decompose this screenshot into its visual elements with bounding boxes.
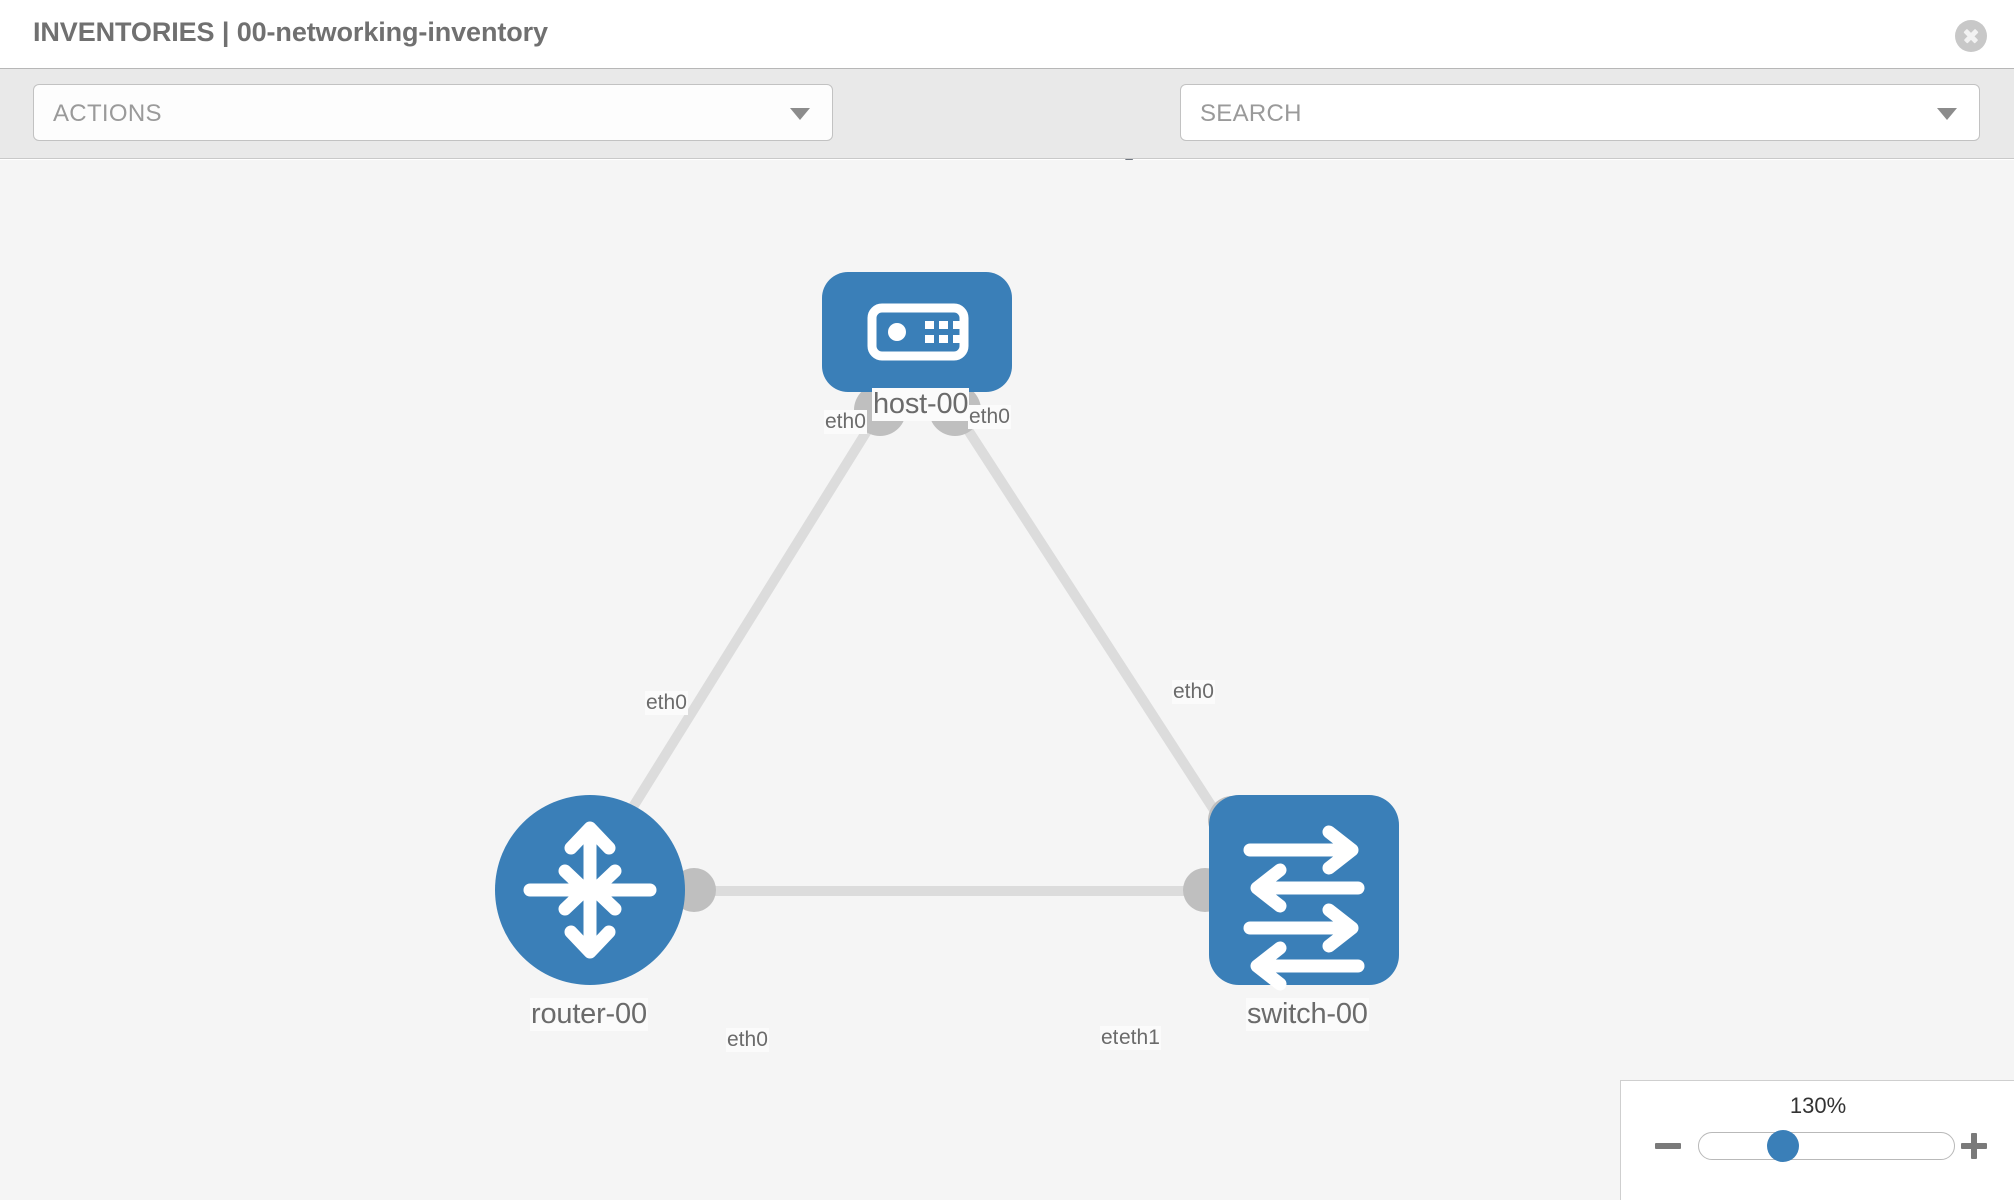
page-header: INVENTORIES | 00-networking-inventory: [0, 0, 2014, 69]
topology-endpoints: [672, 384, 1256, 912]
zoom-percent-label: 130%: [1789, 1093, 1847, 1118]
topology-edges: [595, 405, 1255, 896]
actions-dropdown[interactable]: ACTIONS: [33, 84, 833, 141]
edge-host-router[interactable]: [595, 405, 885, 865]
switch-arrows-icon: [1243, 825, 1365, 991]
topology-graph: [495, 272, 1399, 991]
node-label-switch-00: switch-00: [1246, 998, 1369, 1031]
node-router-00[interactable]: [495, 795, 685, 985]
node-label-router-00: router-00: [530, 998, 648, 1031]
iface-label-router-right: eth0: [726, 1028, 769, 1052]
search-input[interactable]: SEARCH: [1180, 84, 1980, 141]
node-label-host-00: host-00: [872, 388, 970, 421]
close-icon[interactable]: [1955, 20, 1987, 52]
search-placeholder: SEARCH: [1200, 100, 1302, 127]
server-icon: [867, 303, 969, 361]
edge-host-switch[interactable]: [950, 405, 1245, 855]
page-title: INVENTORIES | 00-networking-inventory: [33, 17, 548, 47]
toolbar: ACTIONS SEARCH: [0, 69, 2014, 196]
chevron-down-icon: [790, 107, 810, 120]
topology-canvas[interactable]: host-00 router-00 switch-00 eth0 eth0 et…: [0, 160, 2014, 1200]
zoom-control: 130%: [1620, 1080, 2014, 1200]
actions-dropdown-label: ACTIONS: [53, 100, 162, 127]
iface-label-switch-up: eth0: [1172, 680, 1215, 704]
node-switch-00[interactable]: [1209, 795, 1399, 991]
router-arrows-icon: [523, 821, 657, 959]
chevron-down-icon: [1937, 107, 1957, 120]
iface-label-host-left: eth0: [824, 410, 867, 434]
node-host-00[interactable]: [822, 272, 1012, 392]
iface-label-router-up: eth0: [645, 691, 688, 715]
iface-label-host-right: eth0: [968, 405, 1011, 429]
zoom-slider-track[interactable]: [1698, 1132, 1955, 1160]
zoom-slider-handle[interactable]: [1767, 1130, 1799, 1162]
zoom-in-button[interactable]: [1961, 1133, 1987, 1159]
iface-label-switch-left: eth1: [1118, 1026, 1161, 1050]
zoom-out-button[interactable]: [1655, 1133, 1681, 1159]
